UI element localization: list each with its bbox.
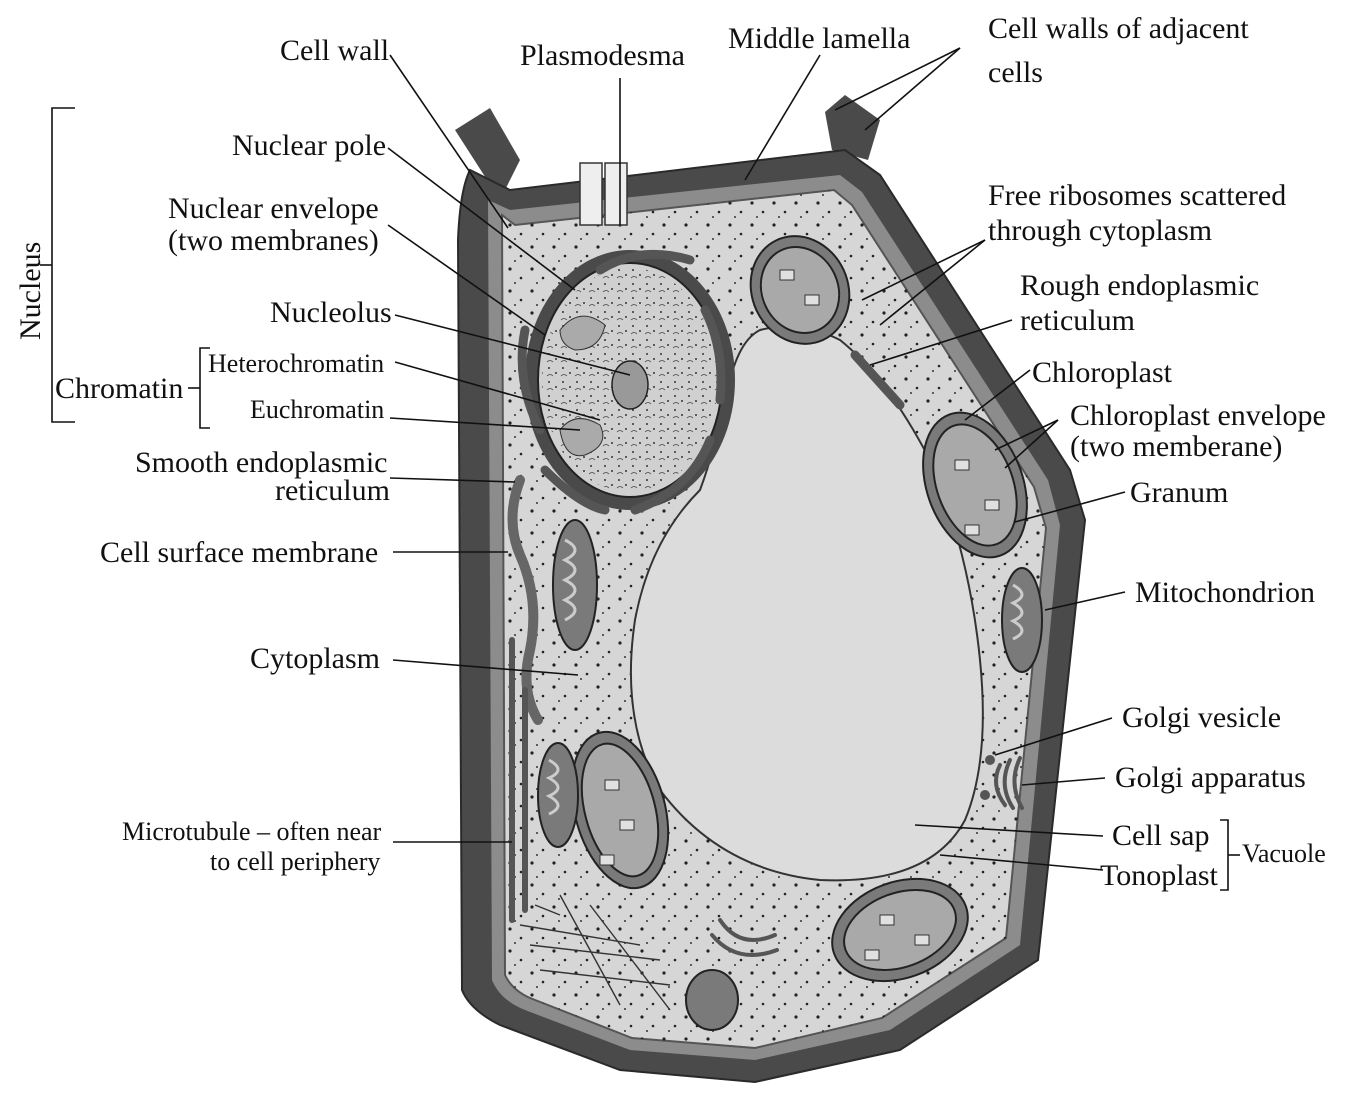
label-chloroplast: Chloroplast <box>1032 356 1173 389</box>
mitochondrion <box>1002 568 1042 672</box>
label-rough-er-1: Rough endoplasmic <box>1020 269 1259 302</box>
label-free-ribosomes-1: Free ribosomes scattered <box>988 179 1286 212</box>
nucleolus <box>612 361 648 409</box>
mitochondrion <box>553 520 597 650</box>
label-vacuole: Vacuole <box>1242 839 1326 868</box>
label-mitochondrion: Mitochondrion <box>1135 576 1315 609</box>
label-chloroplast-envelope-1: Chloroplast envelope <box>1070 399 1326 432</box>
label-chloroplast-envelope-2: (two memberane) <box>1070 430 1282 463</box>
label-smooth-er-2: reticulum <box>275 474 390 507</box>
label-adjacent-walls-2: cells <box>988 56 1043 89</box>
label-nucleus: Nucleus <box>14 242 47 340</box>
label-plasmodesma: Plasmodesma <box>520 39 685 72</box>
label-nuclear-envelope-1: Nuclear envelope <box>168 192 379 225</box>
chromatin-bracket <box>188 348 210 428</box>
label-cell-sap: Cell sap <box>1112 819 1210 852</box>
label-nucleolus: Nucleolus <box>270 296 392 329</box>
mitochondrion <box>538 743 578 847</box>
vacuole-bracket <box>1220 820 1240 890</box>
label-microtubule-1: Microtubule – often near <box>122 817 382 846</box>
mitochondrion <box>686 970 738 1030</box>
label-free-ribosomes-2: through cytoplasm <box>988 214 1212 247</box>
label-tonoplast: Tonoplast <box>1100 859 1219 892</box>
label-cell-surface-membrane: Cell surface membrane <box>100 536 378 569</box>
label-adjacent-walls-1: Cell walls of adjacent <box>988 12 1249 45</box>
label-nuclear-envelope-2: (two membranes) <box>168 224 379 257</box>
label-nuclear-pole: Nuclear pole <box>232 129 386 162</box>
label-cytoplasm: Cytoplasm <box>250 642 380 675</box>
label-heterochromatin: Heterochromatin <box>208 349 384 378</box>
label-microtubule-2: to cell periphery <box>210 847 380 876</box>
label-euchromatin: Euchromatin <box>250 395 384 424</box>
nucleus <box>525 250 735 510</box>
label-rough-er-2: reticulum <box>1020 304 1135 337</box>
label-chromatin: Chromatin <box>55 372 183 405</box>
label-golgi-apparatus: Golgi apparatus <box>1115 761 1306 794</box>
label-middle-lamella: Middle lamella <box>728 22 910 55</box>
label-golgi-vesicle: Golgi vesicle <box>1122 701 1281 734</box>
label-cell-wall: Cell wall <box>280 34 389 67</box>
label-granum: Granum <box>1130 476 1228 509</box>
